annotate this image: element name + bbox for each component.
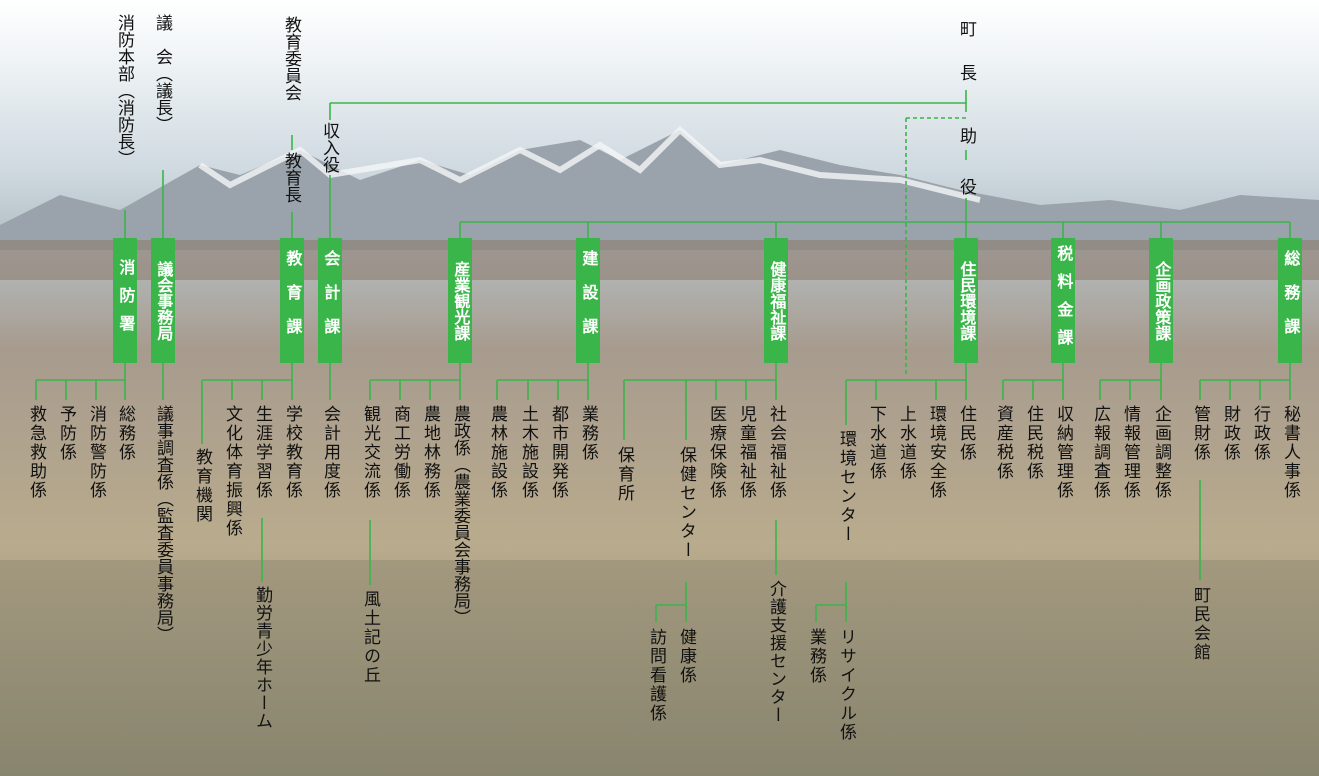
section-label: 環境センター	[836, 430, 856, 544]
section-label: 観光交流係	[360, 405, 380, 500]
section-label: 町民会館	[1190, 586, 1210, 662]
section-label: 予防係	[56, 405, 76, 462]
section-label: 文化体育振興係	[222, 405, 242, 538]
section-label: 医療保険係	[706, 405, 726, 500]
education-superintendent: 教育長	[281, 152, 301, 203]
section-label: 農政係（農業委員会事務局）	[450, 405, 470, 626]
section-label: 収納管理係	[1053, 405, 1073, 500]
section-label: リサイクル係	[836, 628, 856, 742]
mayor-label-1: 町	[956, 20, 976, 39]
section-label: 環境安全係	[926, 405, 946, 500]
section-label: 広報調査係	[1090, 405, 1110, 500]
dept-box-sangyo-kanko[interactable]: 産業観光課	[448, 238, 472, 363]
section-label: 秘書人事係	[1280, 405, 1300, 500]
dept-box-kikaku-seisaku[interactable]: 企画政策課	[1149, 238, 1173, 363]
section-label: 健康係	[676, 628, 696, 685]
dept-box-somu[interactable]: 総務課	[1278, 238, 1302, 363]
assembly-chair: 議 会（議長）	[152, 14, 172, 133]
section-label: 訪問看護係	[646, 628, 666, 723]
section-label: 社会福祉係	[766, 405, 786, 500]
deputy-mayor-label-2: 役	[956, 178, 976, 197]
dept-box-kenko-fukushi[interactable]: 健康福祉課	[764, 238, 788, 363]
section-label: 勤労青少年ホーム	[252, 586, 272, 730]
section-label: 生涯学習係	[252, 405, 272, 500]
dept-box-kensetsu[interactable]: 建設課	[576, 238, 600, 363]
section-label: 財政係	[1220, 405, 1240, 462]
section-label: 土木施設係	[518, 405, 538, 500]
section-label: 農地林務係	[420, 405, 440, 500]
dept-box-jumin-kankyo[interactable]: 住民環境課	[954, 238, 978, 363]
treasurer: 収入役	[319, 122, 339, 173]
dept-box-kaikei[interactable]: 会計課	[318, 238, 342, 363]
deputy-mayor-label-1: 助	[956, 127, 976, 146]
section-label: 消防警防係	[86, 405, 106, 500]
section-label: 農林施設係	[487, 405, 507, 500]
mayor-label-2: 長	[956, 64, 976, 83]
section-label: 上水道係	[896, 405, 916, 481]
section-label: 情報管理係	[1120, 405, 1140, 500]
section-label: 都市開発係	[548, 405, 568, 500]
section-label: 住民係	[956, 405, 976, 462]
section-label: 管財係	[1190, 405, 1210, 462]
section-label: 教育機関	[192, 448, 212, 524]
section-label: 保育所	[614, 446, 634, 503]
education-board: 教育委員会	[281, 16, 301, 101]
section-label: 住民税係	[1023, 405, 1043, 481]
section-label: 業務係	[806, 628, 826, 685]
section-label: 資産税係	[993, 405, 1013, 481]
section-label: 企画調整係	[1151, 405, 1171, 500]
section-label: 総務係	[115, 405, 135, 462]
dept-box-zei-ryokin[interactable]: 税料金課	[1051, 238, 1075, 363]
section-label: 介護支援センター	[766, 580, 786, 724]
section-label: 風土記の丘	[360, 590, 380, 685]
dept-box-gikai-jimukyoku[interactable]: 議会事務局	[151, 238, 175, 363]
section-label: 行政係	[1250, 405, 1270, 462]
section-label: 商工労働係	[390, 405, 410, 500]
dept-box-shobosho[interactable]: 消防署	[113, 238, 137, 363]
section-label: 議事調査係（監査委員事務局）	[153, 405, 173, 643]
section-label: 救急救助係	[26, 405, 46, 500]
section-label: 保健センター	[676, 446, 696, 560]
section-label: 学校教育係	[282, 405, 302, 500]
section-label: 会計用度係	[320, 405, 340, 500]
dept-box-kyoiku[interactable]: 教育課	[280, 238, 304, 363]
section-label: 下水道係	[866, 405, 886, 481]
fire-hq-chief: 消防本部（消防長）	[114, 14, 134, 167]
section-label: 業務係	[578, 405, 598, 462]
section-label: 児童福祉係	[736, 405, 756, 500]
